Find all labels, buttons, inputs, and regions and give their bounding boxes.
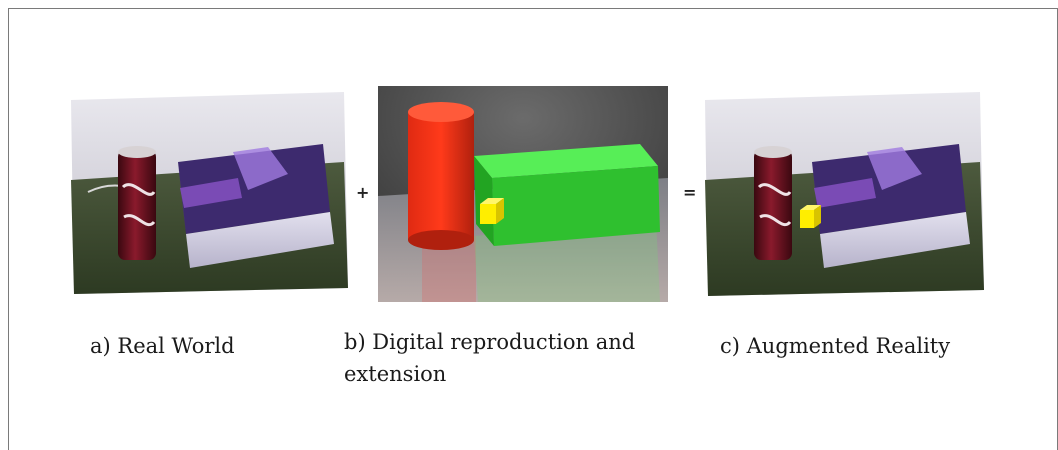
caption-digital-reproduction: b) Digital reproduction and extension (344, 330, 636, 386)
real-world-image (68, 92, 348, 294)
frame-top-border (8, 8, 1058, 9)
digital-render-image (378, 86, 668, 302)
equals-sign: = (683, 183, 697, 202)
caption-augmented-reality: c) Augmented Reality (720, 334, 951, 358)
frame-left-border (8, 8, 9, 450)
plus-sign: + (356, 183, 370, 202)
augmented-reality-image (702, 92, 984, 296)
caption-real-world: a) Real World (90, 334, 235, 358)
